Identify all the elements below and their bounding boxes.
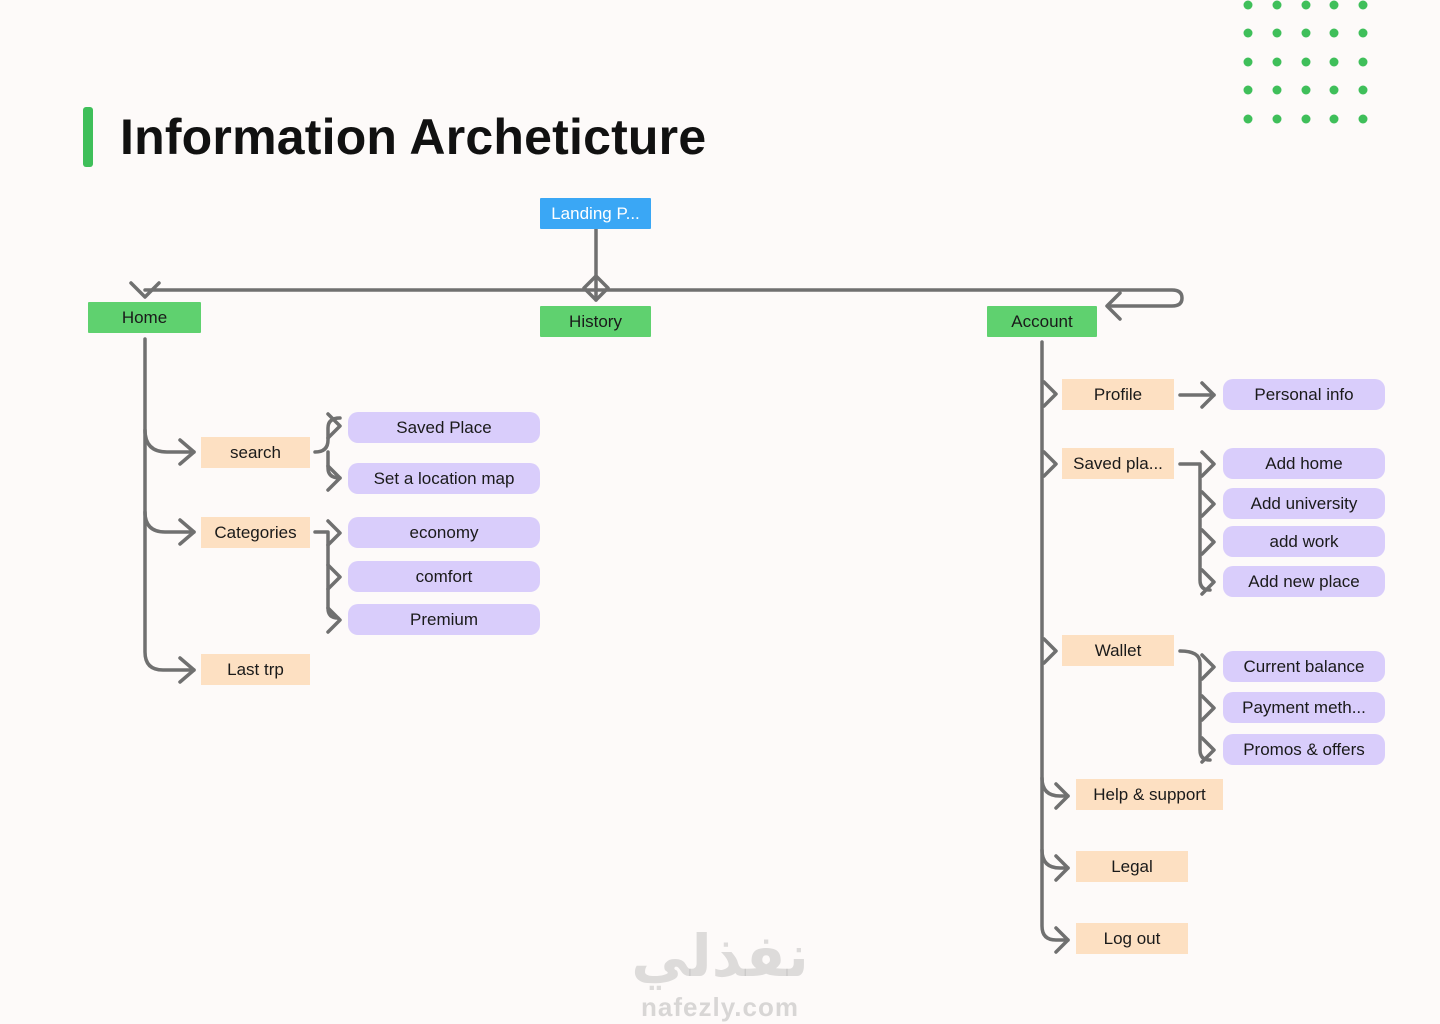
title-accent-bar (83, 107, 93, 167)
arrow-account (1105, 291, 1122, 321)
node-log-out[interactable]: Log out (1076, 923, 1188, 954)
watermark-latin: nafezly.com (641, 992, 799, 1022)
arrow-payment (1200, 694, 1216, 722)
arrow-saved-place (326, 412, 342, 440)
connector-top-bar (143, 288, 1184, 308)
arrow-help (1054, 782, 1070, 810)
arrow-wallet (1042, 637, 1058, 665)
page-title: Information Archetic­ture (120, 109, 707, 165)
node-payment-methods[interactable]: Payment meth... (1223, 692, 1385, 723)
node-promos-offers[interactable]: Promos & offers (1223, 734, 1385, 765)
node-add-university[interactable]: Add university (1223, 488, 1385, 519)
node-last-trp[interactable]: Last trp (201, 654, 310, 685)
connector-help (1040, 776, 1070, 798)
arrow-categories (178, 518, 196, 546)
node-home[interactable]: Home (88, 302, 201, 333)
arrow-legal (1054, 854, 1070, 882)
arrow-comfort (326, 563, 342, 591)
arrow-add-work (1200, 528, 1216, 556)
connector-categories (143, 510, 196, 534)
connector-landing-diamond (582, 274, 610, 302)
arrow-add-new-place (1200, 568, 1216, 596)
node-add-new-place[interactable]: Add new place (1223, 566, 1385, 597)
arrow-set-location (326, 464, 342, 492)
node-saved-places[interactable]: Saved pla... (1062, 448, 1174, 479)
node-history[interactable]: History (540, 306, 651, 337)
node-help-support[interactable]: Help & support (1076, 779, 1223, 810)
arrow-profile (1042, 380, 1058, 408)
node-comfort[interactable]: comfort (348, 561, 540, 592)
arrow-search (178, 438, 196, 466)
node-personal-info[interactable]: Personal info (1223, 379, 1385, 410)
connector-legal (1040, 848, 1070, 870)
arrow-home (129, 281, 161, 299)
watermark-arabic: نفذلي (631, 922, 809, 990)
node-economy[interactable]: economy (348, 517, 540, 548)
node-wallet[interactable]: Wallet (1062, 635, 1174, 666)
connector-home-spine (143, 337, 196, 672)
node-legal[interactable]: Legal (1076, 851, 1188, 882)
node-premium[interactable]: Premium (348, 604, 540, 635)
arrow-personal-info (1200, 381, 1216, 409)
node-account[interactable]: Account (987, 306, 1097, 337)
arrow-add-home (1200, 450, 1216, 478)
node-profile[interactable]: Profile (1062, 379, 1174, 410)
node-add-home[interactable]: Add home (1223, 448, 1385, 479)
arrow-economy (326, 519, 342, 547)
node-set-location-map[interactable]: Set a location map (348, 463, 540, 494)
arrow-last-trp (178, 656, 196, 684)
arrow-log-out (1054, 926, 1070, 954)
node-current-balance[interactable]: Current balance (1223, 651, 1385, 682)
connector-search (143, 428, 196, 454)
node-saved-place[interactable]: Saved Place (348, 412, 540, 443)
connector-account-spine (1040, 340, 1070, 942)
arrow-premium (326, 606, 342, 634)
connector-search-branch (313, 416, 342, 480)
node-search[interactable]: search (201, 437, 310, 468)
node-landing-page[interactable]: Landing P... (540, 198, 651, 229)
node-add-work[interactable]: add work (1223, 526, 1385, 557)
arrow-promos (1200, 736, 1216, 764)
arrow-saved-pla (1042, 450, 1058, 478)
arrow-add-university (1200, 490, 1216, 518)
node-categories[interactable]: Categories (201, 517, 310, 548)
dot-grid-decoration (1243, 0, 1368, 124)
arrow-current-balance (1200, 653, 1216, 681)
